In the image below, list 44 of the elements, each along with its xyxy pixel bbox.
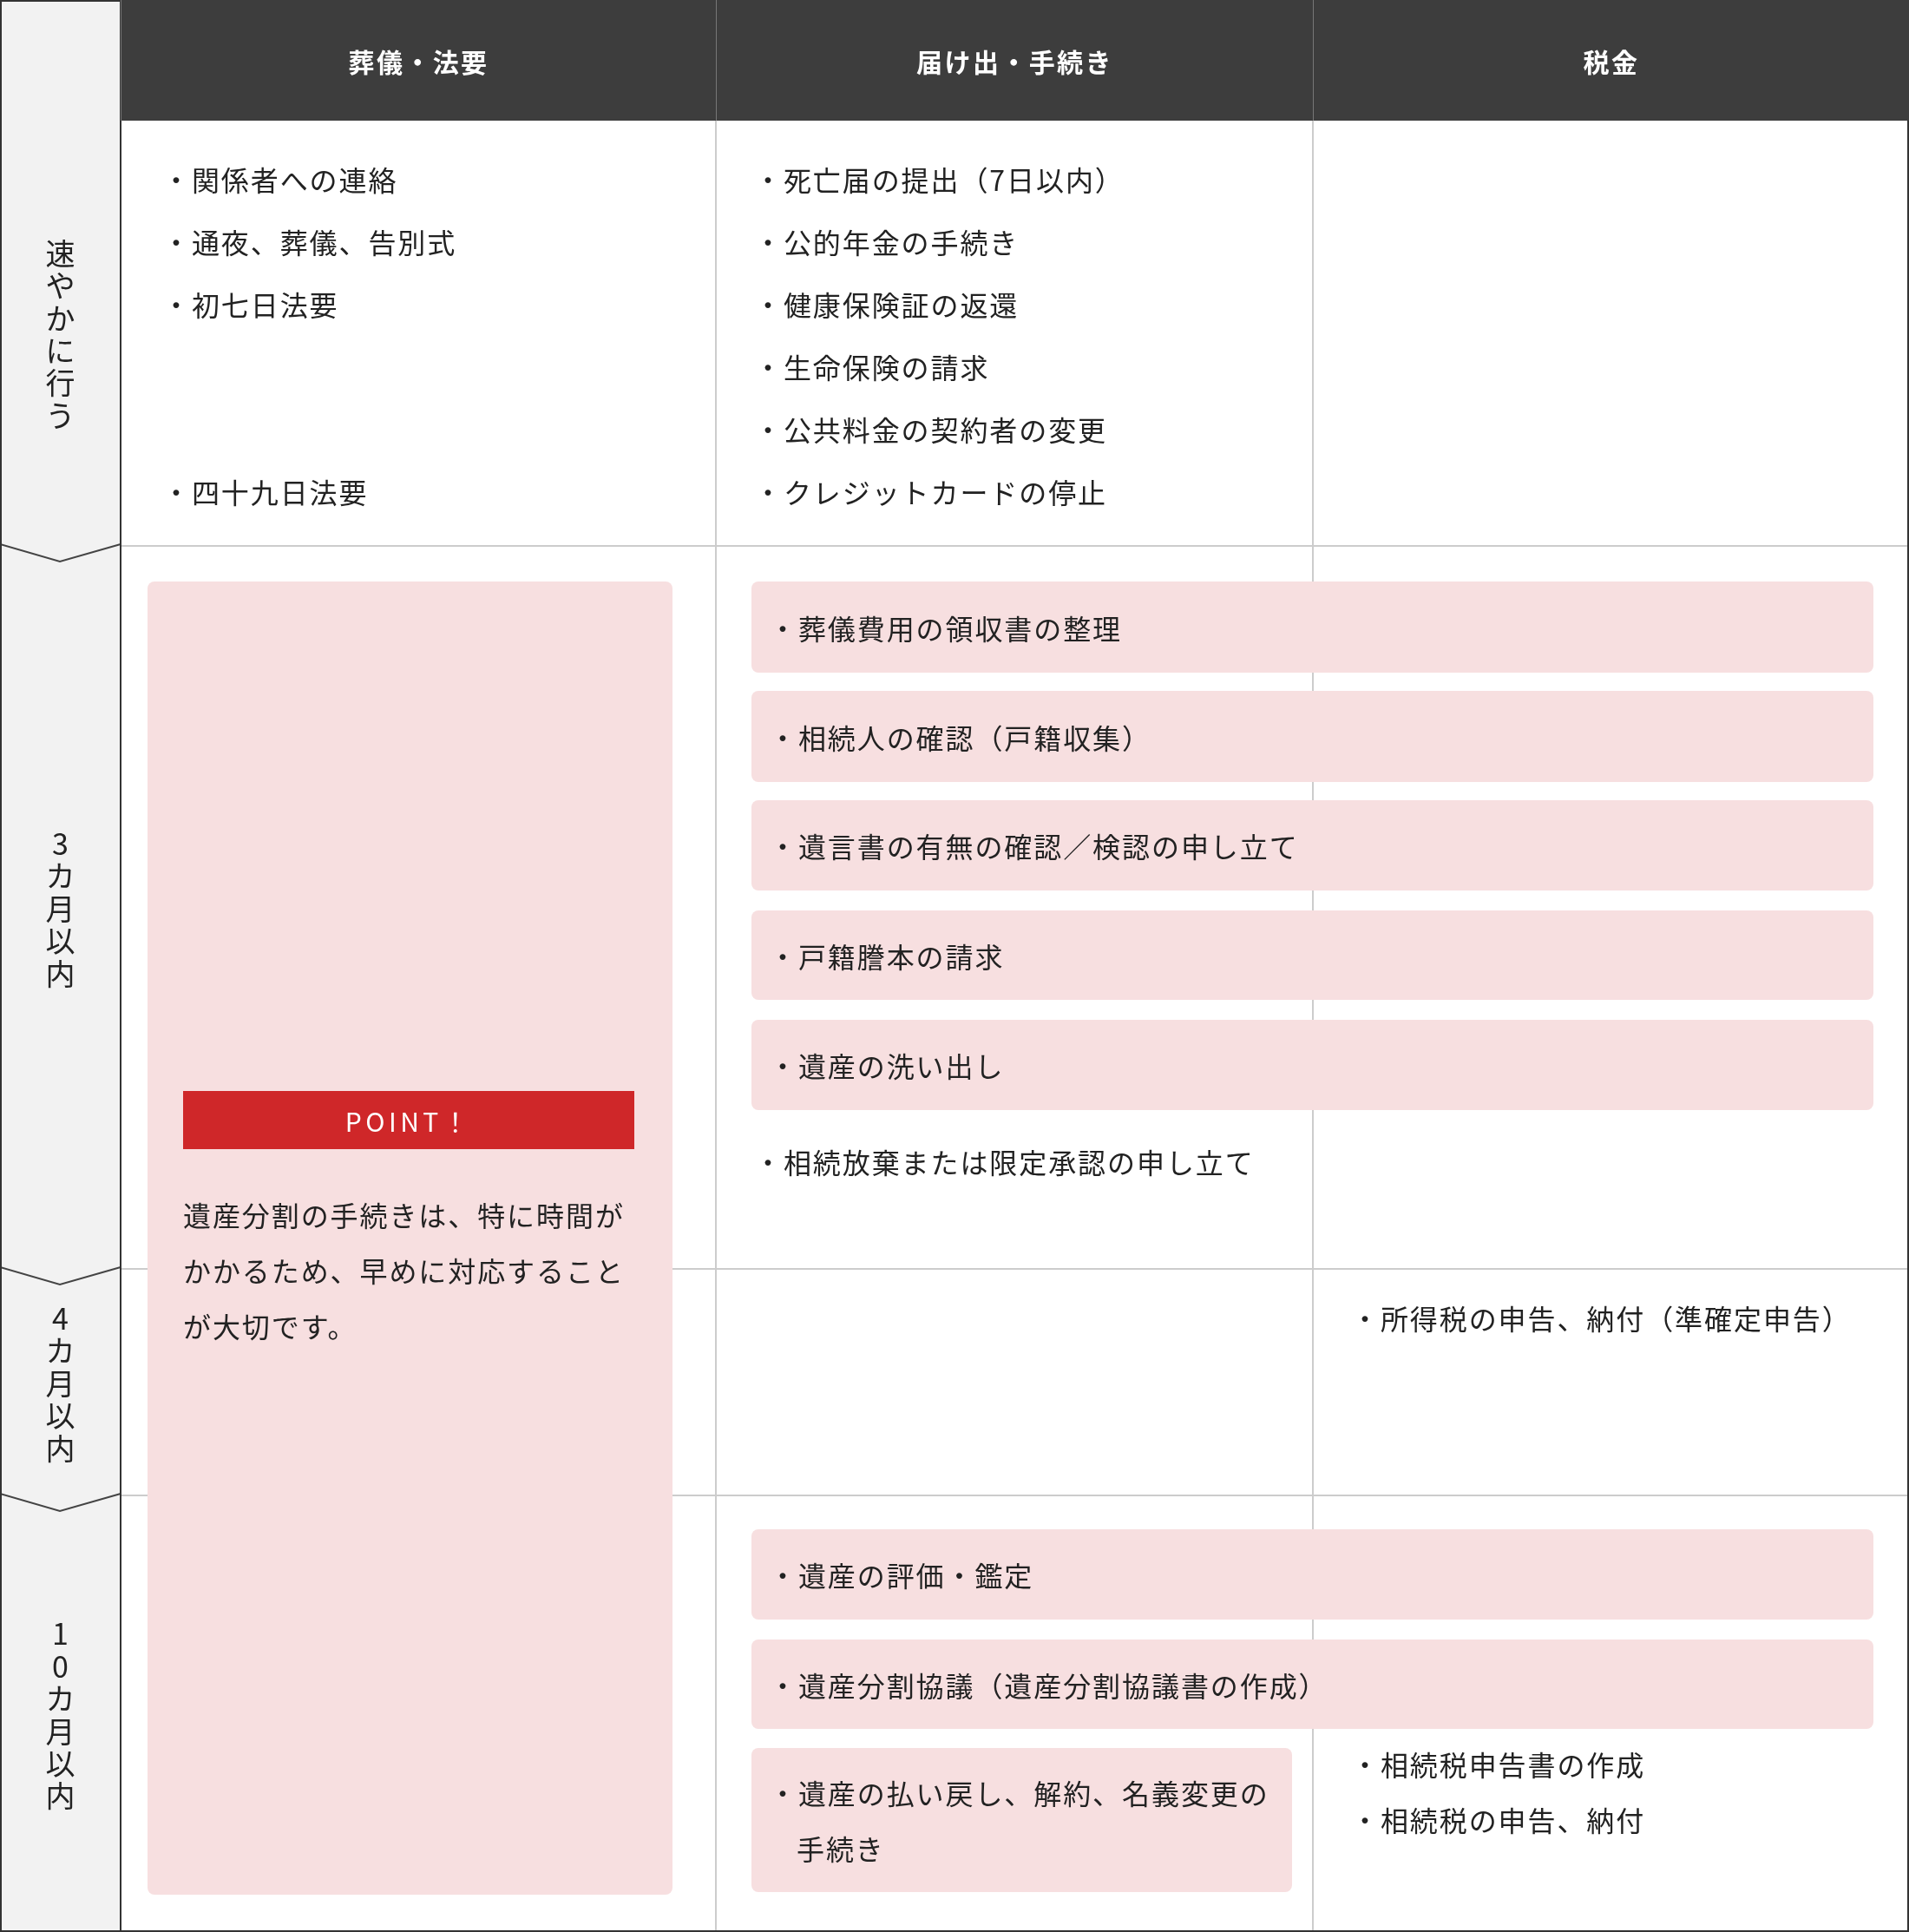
highlight-bar (751, 1640, 1873, 1729)
task-text: ・相続人の確認（戸籍収集） (769, 715, 1151, 759)
list-item: ・公共料金の契約者の変更 (754, 408, 1108, 450)
task-text: ・葬儀費用の領収書の整理 (769, 606, 1123, 649)
header-text: 税金 (1583, 41, 1640, 80)
period-text: 4カ月以内 (45, 1301, 75, 1463)
list-item: ・生命保険の請求 (754, 345, 990, 388)
column-header (121, 0, 716, 121)
list-item: ・四十九日法要 (162, 470, 369, 513)
list-item: ・初七日法要 (162, 283, 339, 325)
highlight-bar (751, 691, 1873, 782)
task-text: ・戸籍謄本の請求 (769, 934, 1005, 977)
task-text: ・遺言書の有無の確認／検認の申し立て (769, 825, 1299, 867)
point-banner (183, 1091, 634, 1149)
note-panel (148, 582, 672, 1895)
list-item: ・相続税の申告、納付 (1351, 1798, 1646, 1841)
highlight-bar (751, 1748, 1292, 1892)
list-item: ・相続税申告書の作成 (1351, 1743, 1646, 1785)
task-text: ・遺産の払い戻し、解約、名義変更の手続き (769, 1771, 1270, 1870)
highlight-bar (751, 910, 1873, 1000)
column-header (716, 0, 1313, 121)
highlight-bar (751, 800, 1873, 890)
period-text: 3カ月以内 (45, 826, 75, 989)
list-item: ・公的年金の手続き (754, 220, 1020, 263)
task-text: ・遺産の洗い出し (769, 1044, 1005, 1087)
period-text: 10カ月以内 (45, 1616, 75, 1811)
list-item: ・死亡届の提出（7日以内） (754, 158, 1125, 200)
list-item: ・相続放棄または限定承認の申し立て (754, 1140, 1255, 1183)
list-item: ・所得税の申告、納付（準確定申告） (1351, 1297, 1852, 1339)
highlight-bar (751, 1529, 1873, 1620)
task-text: ・遺産の評価・鑑定 (769, 1554, 1034, 1596)
list-item: ・通夜、葬儀、告別式 (162, 220, 457, 263)
list-item: ・健康保険証の返還 (754, 283, 1020, 325)
highlight-bar (751, 582, 1873, 673)
header-text: 葬儀・法要 (348, 41, 489, 80)
list-item: ・クレジットカードの停止 (754, 470, 1108, 513)
note-text: 遺産分割の手続きは、特に時間がかかるため、早めに対応することが大切です。 (183, 1193, 626, 1347)
task-text: ・遺産分割協議（遺産分割協議書の作成） (769, 1663, 1328, 1706)
banner-text: POINT！ (344, 1101, 473, 1140)
header-text: 届け出・手続き (916, 41, 1113, 80)
column-header (1313, 0, 1909, 121)
list-item: ・関係者への連絡 (162, 158, 398, 200)
period-text: 速やかに行う (45, 235, 75, 431)
highlight-bar (751, 1020, 1873, 1110)
